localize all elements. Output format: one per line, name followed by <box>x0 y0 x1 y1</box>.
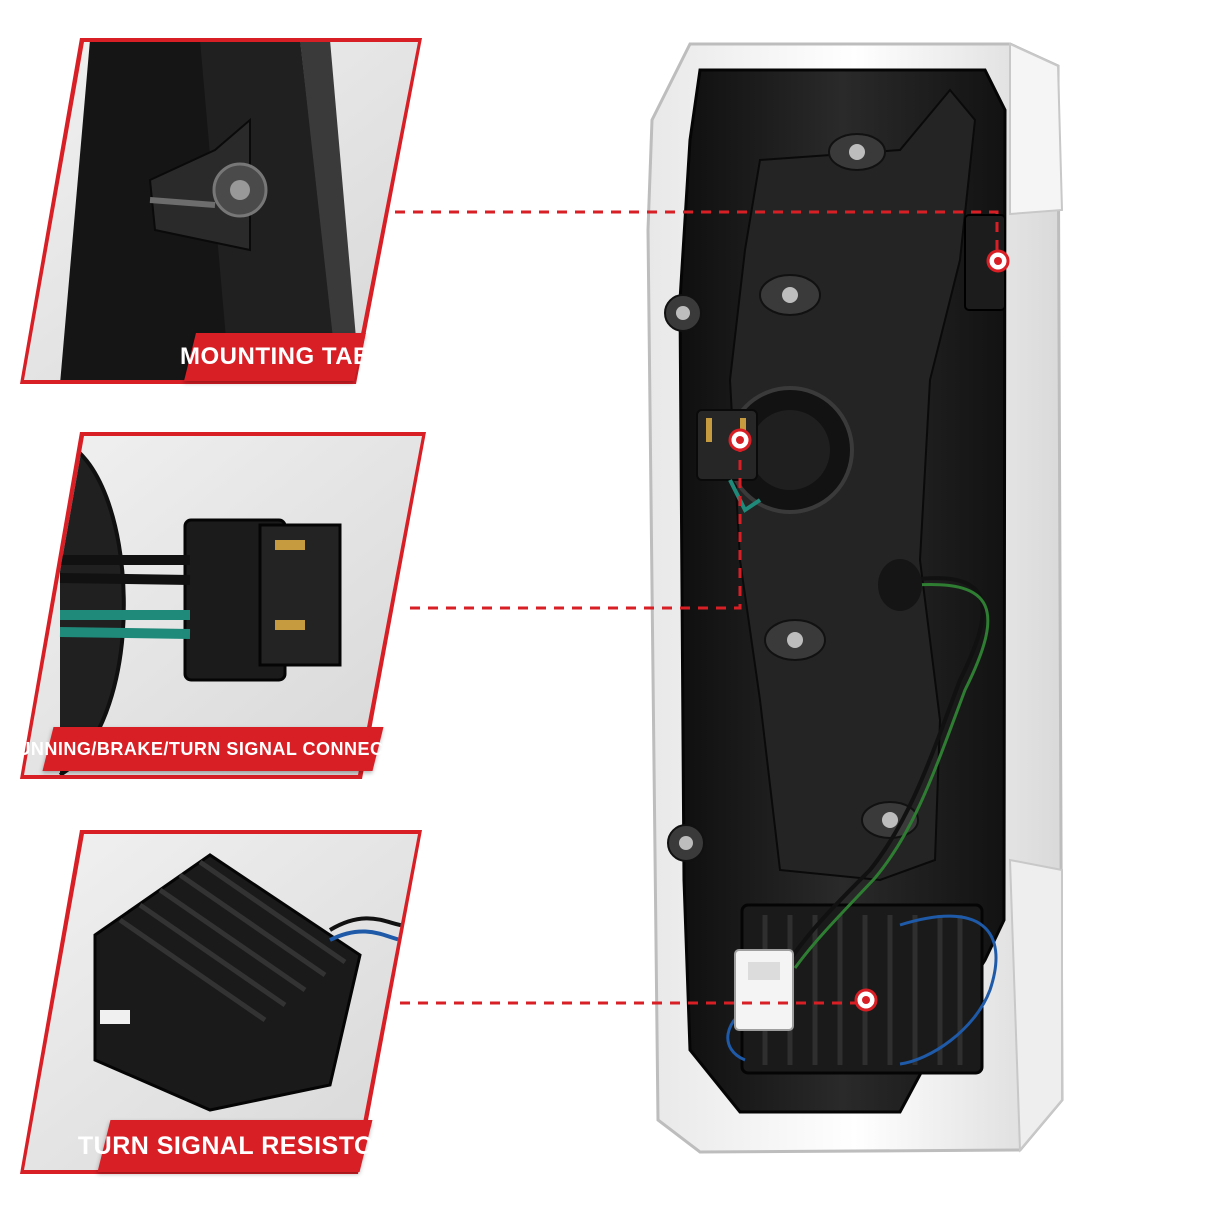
resistor-text: TURN SIGNAL RESISTOR <box>77 1131 393 1160</box>
inset-resistor <box>20 830 422 1174</box>
mounting-tab-text: MOUNTING TAB <box>179 343 371 370</box>
inset-connector <box>20 432 426 779</box>
tail-light-product <box>646 42 1064 1154</box>
leader-dot-icon <box>728 249 1010 1012</box>
connector-text: RUNNING/BRAKE/TURN SIGNAL CONNECTOR <box>3 738 423 759</box>
connector-label: RUNNING/BRAKE/TURN SIGNAL CONNECTOR <box>4 727 422 771</box>
resistor-label: TURN SIGNAL RESISTOR <box>78 1120 392 1172</box>
mounting-tab-label: MOUNTING TAB <box>180 333 370 381</box>
inset-mounting-tab <box>20 38 422 384</box>
